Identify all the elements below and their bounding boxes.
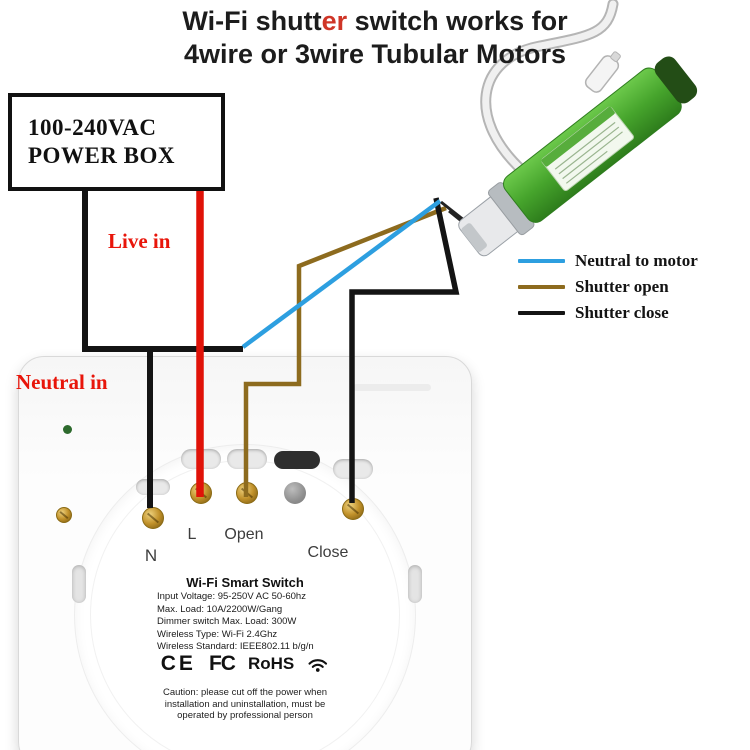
legend-item-shutter-open: Shutter open xyxy=(518,277,698,296)
legend-item-neutral-to-motor: Neutral to motor xyxy=(518,251,698,270)
spec-line: Wireless Type: Wi-Fi 2.4Ghz xyxy=(157,628,278,640)
mount-screw-left xyxy=(56,507,72,523)
spec-line: Input Voltage: 95-250V AC 50-60hz xyxy=(157,591,306,602)
terminal-screw-l xyxy=(190,482,212,504)
legend-swatch-open xyxy=(518,285,565,289)
rohs-mark: RoHS xyxy=(247,654,295,673)
title-seg-2: er xyxy=(321,6,348,36)
terminal-recess-n xyxy=(136,479,170,495)
ce-mark: CE xyxy=(160,652,196,675)
terminal-screw-close xyxy=(342,498,364,520)
terminal-label-l: L xyxy=(187,526,197,543)
smart-switch-panel: N L Open Close Wi-Fi Smart Switch Input … xyxy=(18,356,472,750)
motor-head xyxy=(458,195,521,257)
diagram-title: Wi-Fi shutter switch works for 4wire or … xyxy=(0,5,750,71)
legend-item-shutter-close: Shutter close xyxy=(518,303,698,322)
reset-button xyxy=(284,482,306,504)
motor-label xyxy=(541,106,634,192)
motor-body xyxy=(503,67,682,223)
spec-list: Input Voltage: 95-250V AC 50-60hz Max. L… xyxy=(157,591,314,654)
motor-collar xyxy=(487,182,535,236)
tubular-motor xyxy=(458,56,698,257)
panel-top-slot xyxy=(353,384,431,391)
terminal-recess-close xyxy=(333,459,373,479)
motor-label-band xyxy=(541,106,615,167)
terminal-recess-open xyxy=(227,449,267,469)
wifi-icon xyxy=(308,658,328,672)
caution-line: installation and uninstallation, must be xyxy=(164,698,326,710)
title-line-2: 4wire or 3wire Tubular Motors xyxy=(183,39,567,69)
led-indicator xyxy=(63,425,72,434)
wire-legend: Neutral to motor Shutter open Shutter cl… xyxy=(518,251,698,330)
legend-swatch-neutral xyxy=(518,259,565,263)
title-seg-1: Wi-Fi shutt xyxy=(182,6,322,36)
legend-label: Shutter close xyxy=(575,303,669,322)
terminal-label-close: Close xyxy=(307,544,349,561)
spec-line: Wireless Standard: IEEE802.11 b/g/n xyxy=(157,641,314,653)
title-seg-3: switch works for xyxy=(347,6,568,36)
live-in-label: Live in xyxy=(108,229,171,253)
terminal-label-n: N xyxy=(144,546,158,565)
legend-swatch-close xyxy=(518,311,565,315)
power-box: 100-240VAC POWER BOX xyxy=(8,93,225,191)
mount-slot-right xyxy=(408,565,422,603)
power-box-line-2: POWER BOX xyxy=(28,143,175,168)
motor-pin xyxy=(440,200,475,230)
fcc-mark: FC xyxy=(208,652,236,675)
motor-pin xyxy=(448,209,481,238)
neutral-in-label: Neutral in xyxy=(16,370,108,394)
mount-slot-left xyxy=(72,565,86,603)
caution-line: operated by professional person xyxy=(177,710,313,722)
certification-row: CE FC RoHS xyxy=(161,652,329,676)
terminal-label-open: Open xyxy=(224,526,264,543)
terminal-screw-n xyxy=(142,507,164,529)
panel-dark-slot xyxy=(274,451,320,469)
legend-label: Shutter open xyxy=(575,277,669,296)
title-line-1: Wi-Fi shutter switch works for xyxy=(0,5,750,38)
terminal-recess-l xyxy=(181,449,221,469)
spec-line: Max. Load: 10A/2200W/Gang xyxy=(157,603,283,615)
motor-head-detail xyxy=(461,223,487,252)
power-box-line-1: 100-240VAC xyxy=(28,115,157,140)
spec-line: Dimmer switch Max. Load: 300W xyxy=(157,616,297,628)
wire-neutral-in xyxy=(82,190,243,352)
product-title: Wi-Fi Smart Switch xyxy=(186,575,304,590)
caution-text: Caution: please cut off the power when i… xyxy=(127,687,363,722)
wire-neutral-to-motor xyxy=(241,199,442,349)
terminal-screw-open xyxy=(236,482,258,504)
caution-line: Caution: please cut off the power when xyxy=(162,687,328,698)
legend-label: Neutral to motor xyxy=(575,251,698,270)
